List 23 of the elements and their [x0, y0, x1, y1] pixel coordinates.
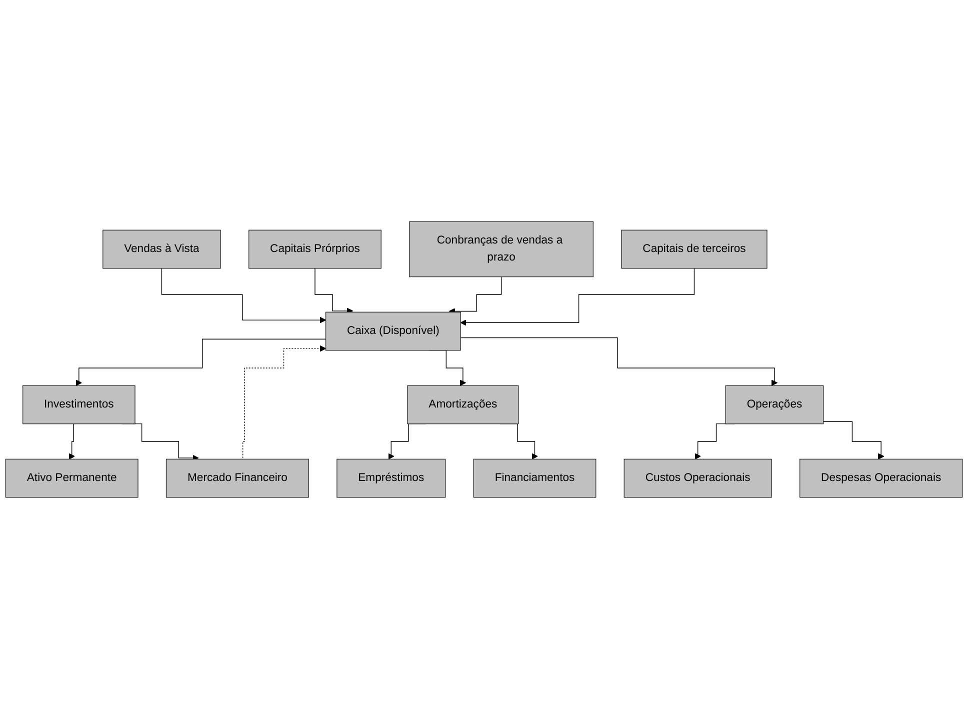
node-box: Investimentos: [22, 385, 136, 424]
node-box: Custos Operacionais: [624, 458, 772, 498]
arrow: [460, 268, 695, 326]
node-box: Vendas à Vista: [102, 230, 221, 269]
node-box: Capitais de terceiros: [621, 230, 768, 269]
arrow: [240, 345, 326, 460]
arrow: [448, 276, 502, 314]
arrow: [161, 268, 326, 324]
arrow: [76, 338, 326, 386]
arrow: [68, 423, 76, 460]
arrow: [314, 268, 354, 314]
node-box: Financiamentos: [473, 458, 596, 498]
node-box: Despesas Operacionais: [799, 458, 963, 498]
node-box: Capitais Prórprios: [248, 230, 382, 269]
node-box: Ativo Permanente: [5, 458, 138, 498]
node-box: Caixa (Disponível): [325, 312, 461, 351]
node-box: Empréstimos: [336, 458, 446, 498]
node-box: Amortizações: [407, 385, 519, 424]
node-box: Conbranças de vendas a prazo: [409, 221, 594, 278]
node-box: Operações: [725, 385, 824, 424]
node-box: Mercado Financeiro: [166, 458, 309, 498]
arrow: [460, 337, 778, 386]
arrow: [823, 421, 884, 460]
